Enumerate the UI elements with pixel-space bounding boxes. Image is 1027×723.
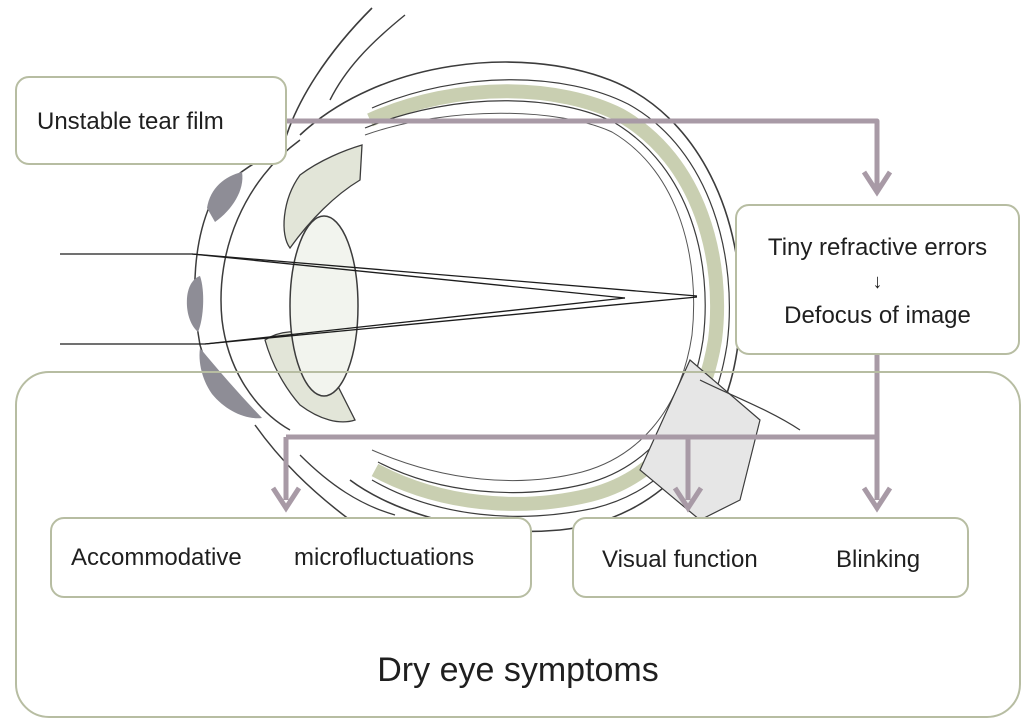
upper-eyelid-inner — [330, 15, 405, 100]
accommodative-box: Accommodative microfluctuations — [50, 517, 532, 598]
refracted-ray-lower-a — [205, 297, 697, 344]
optic-nerve — [640, 360, 760, 520]
visual-function-label: Visual function — [602, 548, 758, 572]
upper-lid-margin — [207, 172, 242, 222]
refractive-errors-box: Tiny refractive errors ↓ Defocus of imag… — [735, 204, 1020, 355]
unstable-tear-film-box: Unstable tear film — [15, 76, 287, 165]
unstable-tear-film-label: Unstable tear film — [37, 110, 224, 134]
visual-function-box: Visual function Blinking — [572, 517, 969, 598]
retina-inner-line — [365, 101, 705, 493]
defocus-label: Defocus of image — [737, 304, 1018, 328]
down-arrow-glyph: ↓ — [737, 272, 1018, 292]
refracted-ray-lower-b — [205, 298, 625, 344]
microfluctuations-label: microfluctuations — [294, 546, 474, 570]
refracted-ray-upper-b — [192, 254, 625, 298]
lens — [290, 216, 358, 396]
refracted-ray-upper-a — [192, 254, 697, 296]
accommodative-label: Accommodative — [71, 546, 242, 570]
blinking-label: Blinking — [836, 548, 920, 572]
mid-lid-margin — [187, 276, 203, 332]
refractive-errors-label: Tiny refractive errors — [737, 236, 1018, 260]
vitreous-boundary — [365, 113, 694, 480]
